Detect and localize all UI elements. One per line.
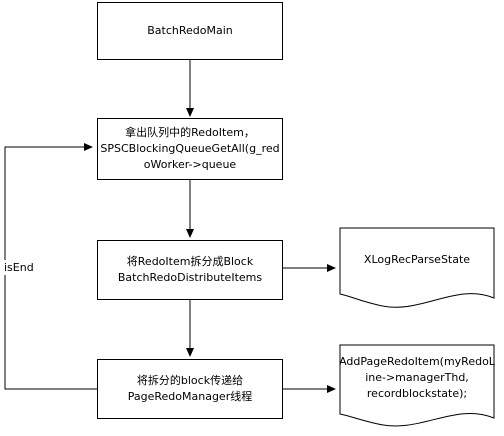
- node-pass-to-manager-text: 将拆分的block传递给 PageRedoManager线程: [128, 373, 252, 405]
- doc-line: recordblockstate);: [366, 387, 468, 400]
- node-split-block-text: 将RedoItem拆分成Block BatchRedoDistributeIte…: [118, 254, 262, 286]
- doc-add-page-redo-item: AddPageRedoItem(myRedoL ine->managerThd,…: [339, 347, 495, 409]
- node-line: BatchRedoMain: [147, 24, 233, 37]
- node-line: BatchRedoDistributeItems: [117, 271, 263, 284]
- node-line: 拿出队列中的RedoItem，: [125, 126, 255, 139]
- node-get-redo-item: 拿出队列中的RedoItem， SPSCBlockingQueueGetAll(…: [97, 118, 283, 180]
- doc-line: XLogRecParseState: [363, 253, 471, 266]
- node-pass-to-manager: 将拆分的block传递给 PageRedoManager线程: [97, 359, 283, 419]
- node-batch-redo-main: BatchRedoMain: [97, 2, 283, 60]
- node-get-redo-item-text: 拿出队列中的RedoItem， SPSCBlockingQueueGetAll(…: [100, 125, 279, 173]
- node-line: 将RedoItem拆分成Block: [126, 255, 254, 268]
- doc-xlog-text: XLogRecParseState: [364, 252, 470, 268]
- node-split-block: 将RedoItem拆分成Block BatchRedoDistributeIte…: [97, 240, 283, 300]
- node-line: oWorker->queue: [143, 158, 237, 171]
- doc-xlog-rec-parse-state: XLogRecParseState: [340, 232, 494, 288]
- node-line: 将拆分的block传递给: [136, 374, 244, 387]
- doc-shape-xlog: [339, 227, 495, 308]
- edge-label-isend: isEnd: [2, 260, 36, 275]
- doc-line: ine->managerThd,: [365, 371, 469, 384]
- node-batch-redo-main-text: BatchRedoMain: [147, 23, 233, 39]
- node-line: SPSCBlockingQueueGetAll(g_red: [100, 142, 280, 155]
- doc-line: AddPageRedoItem(myRedoL: [339, 355, 495, 368]
- doc-shape-addpage: [339, 344, 495, 427]
- node-line: PageRedoManager线程: [127, 390, 253, 403]
